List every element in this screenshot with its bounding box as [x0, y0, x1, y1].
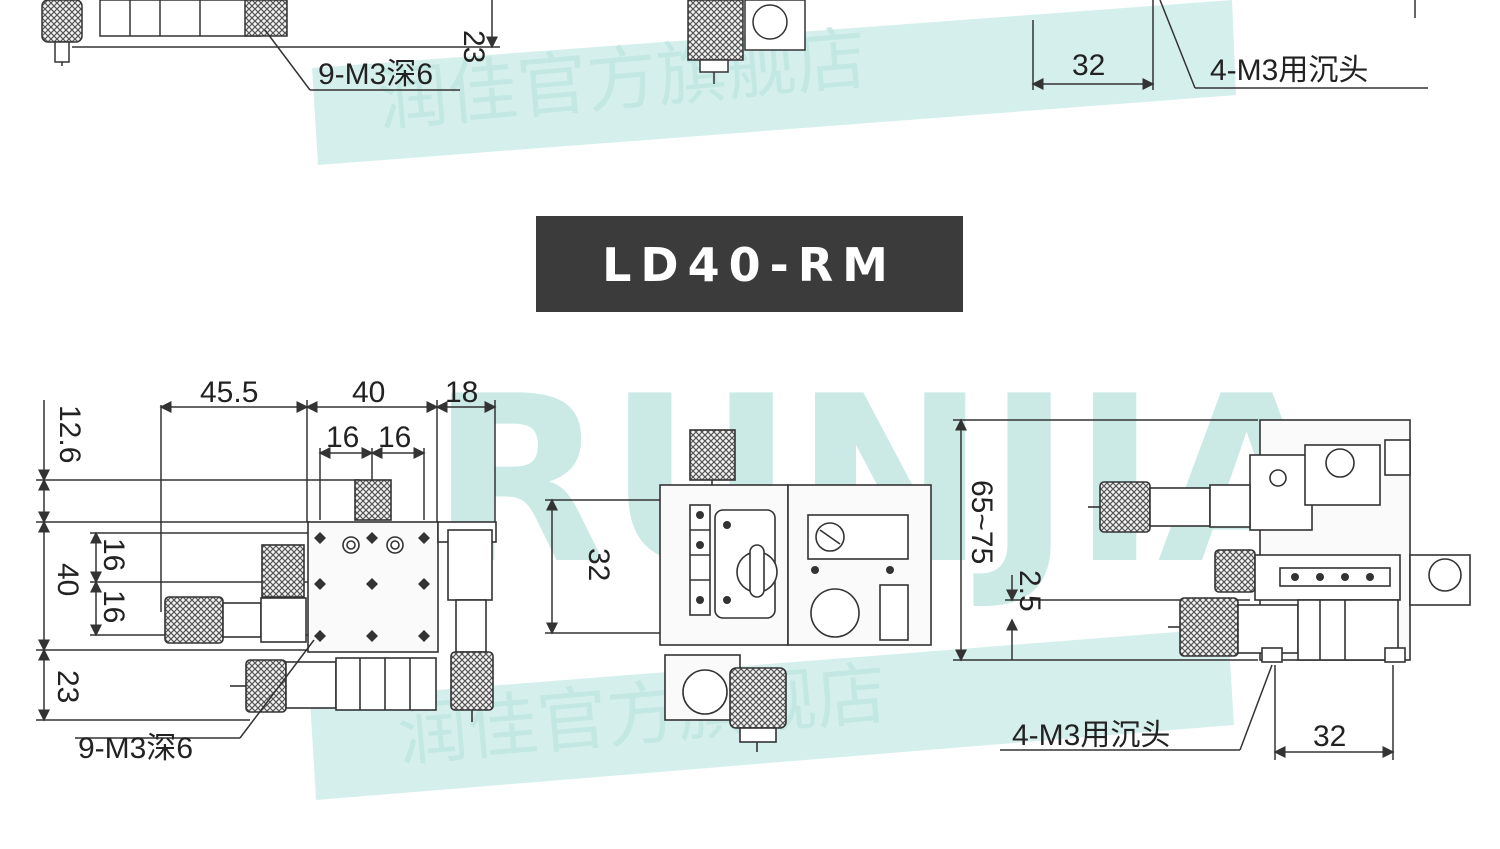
dim-16-b: 16: [378, 421, 411, 454]
title-banner: LD40-RM: [536, 216, 963, 312]
product-title: LD40-RM: [602, 238, 897, 292]
label-4m3-countersunk: 4-M3用沉头: [1012, 719, 1170, 752]
dim-16-a: 16: [326, 421, 359, 454]
dim-23: 23: [51, 670, 84, 703]
dim-2-5: 2.5: [1013, 570, 1046, 612]
top-dim-23: 23: [457, 30, 490, 63]
dim-65-75: 65~75: [965, 480, 998, 564]
side-dim-32: 32: [1313, 720, 1346, 753]
dim-16-d: 16: [97, 590, 130, 623]
top-label-4m3: 4-M3用沉头: [1210, 54, 1368, 87]
top-label-9m3: 9-M3深6: [318, 58, 433, 91]
dim-40: 40: [352, 376, 385, 409]
side-view: 65~75 2.5 4-M3用沉头 32: [953, 418, 1471, 760]
front-dim-32: 32: [582, 548, 615, 581]
top-dim-32: 32: [1072, 49, 1105, 82]
top-section: [41, 0, 1428, 91]
dim-18: 18: [445, 376, 478, 409]
front-view: 32: [545, 429, 932, 752]
dim-40-vertical: 40: [51, 563, 84, 596]
top-view: 45.5 40 18 16 16 12.6 40 16 16 23 9-M3深6: [36, 376, 497, 765]
dim-45-5: 45.5: [200, 376, 258, 409]
dim-12-6: 12.6: [53, 405, 86, 463]
label-9m3-depth6: 9-M3深6: [78, 732, 193, 765]
dim-16-c: 16: [97, 538, 130, 571]
